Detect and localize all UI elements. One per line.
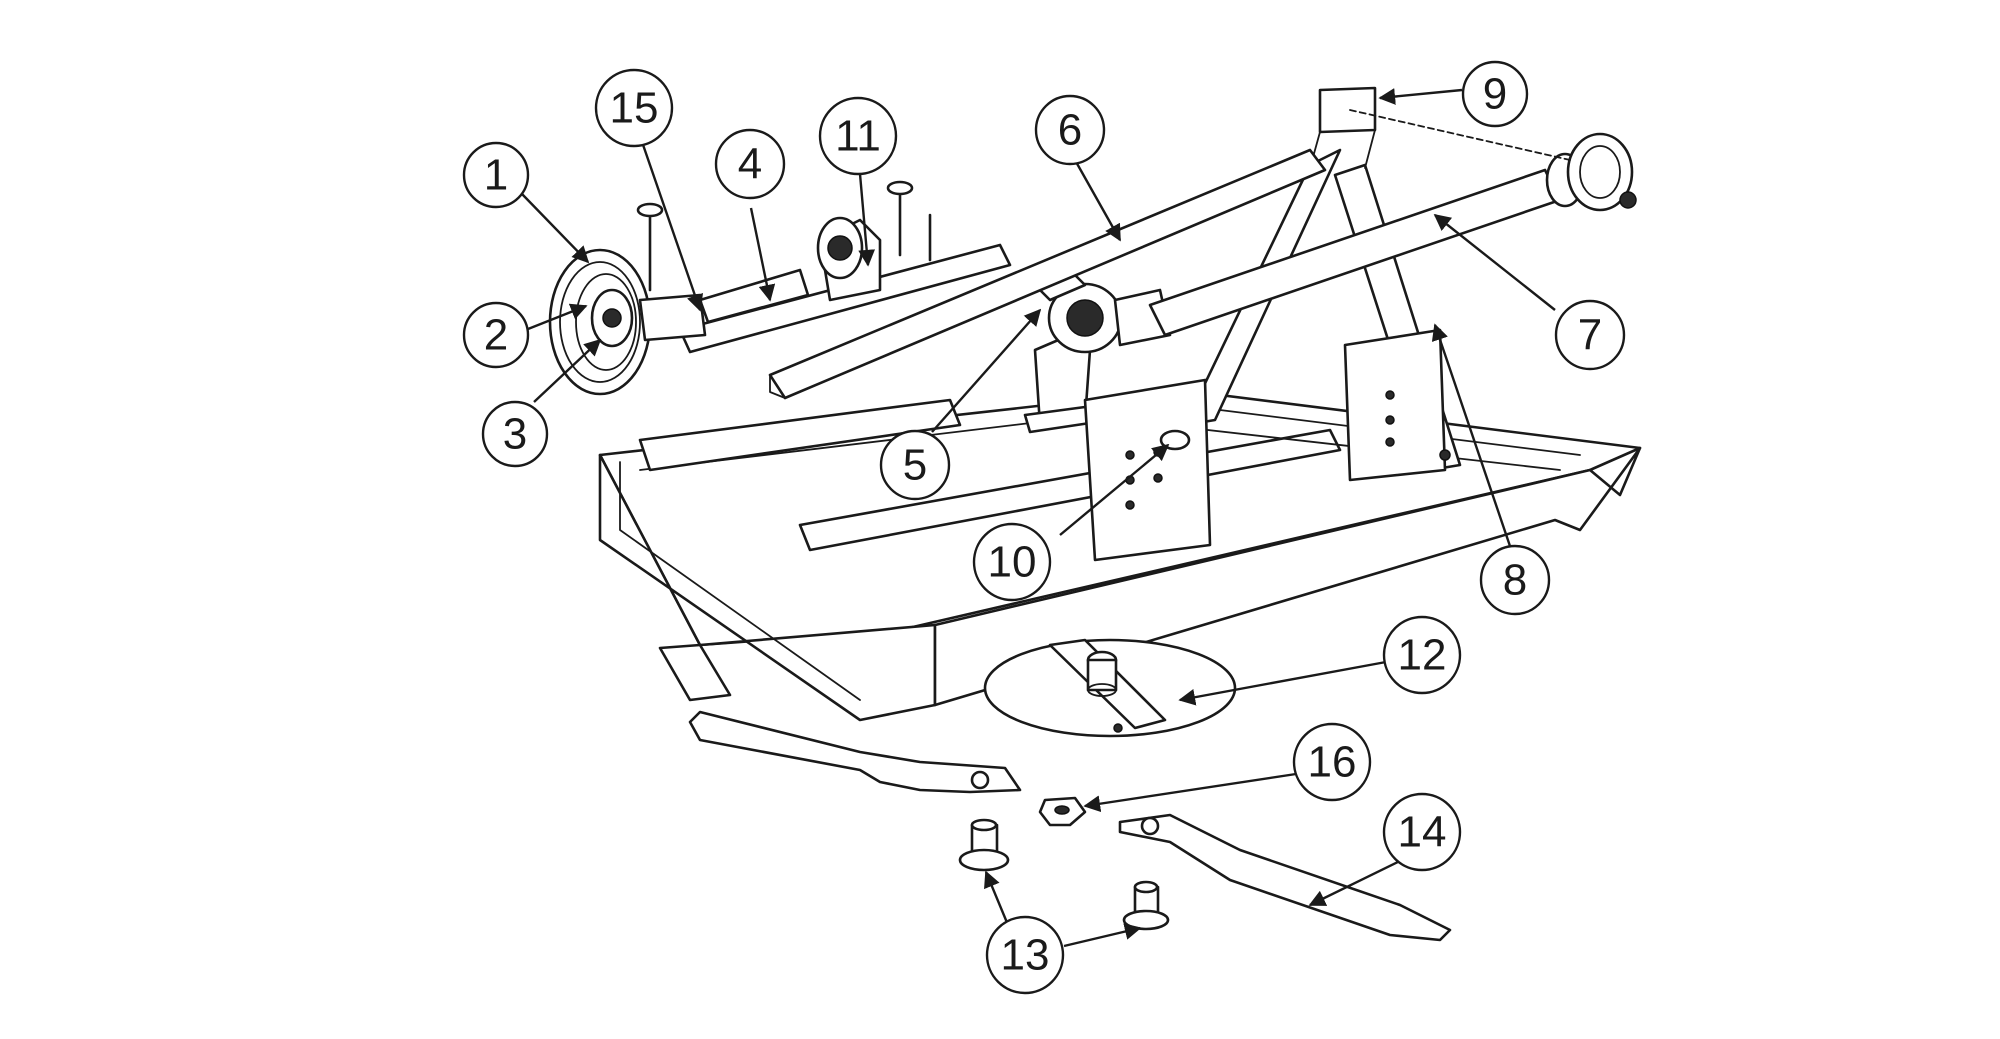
svg-text:12: 12 [1398, 631, 1447, 680]
blades [688, 710, 1452, 942]
callout-1: 1 [462, 141, 530, 209]
svg-text:11: 11 [835, 112, 881, 161]
svg-text:14: 14 [1398, 808, 1447, 857]
driveshaft [1148, 109, 1637, 337]
svg-text:7: 7 [1578, 311, 1602, 360]
svg-text:3: 3 [503, 410, 527, 459]
svg-text:6: 6 [1058, 106, 1082, 155]
blade-bolts [958, 796, 1170, 931]
callout-6: 6 [1034, 94, 1106, 166]
svg-text:16: 16 [1308, 738, 1357, 787]
callout-16: 16 [1292, 722, 1372, 802]
callout-12: 12 [1382, 615, 1462, 695]
svg-text:15: 15 [610, 84, 659, 133]
diagonal-brace [768, 148, 1327, 400]
callout-2: 2 [462, 301, 530, 369]
callout-15: 15 [594, 68, 674, 148]
callout-9: 9 [1461, 60, 1529, 128]
svg-text:4: 4 [738, 140, 762, 189]
callout-4: 4 [714, 128, 786, 200]
callout-5: 5 [879, 429, 951, 501]
svg-text:1: 1 [484, 151, 508, 200]
callout-11: 11 [818, 96, 898, 176]
svg-text:9: 9 [1483, 70, 1507, 119]
svg-text:13: 13 [1001, 931, 1050, 980]
svg-text:5: 5 [903, 441, 927, 490]
callout-leaders [521, 88, 1556, 948]
callout-13: 13 [985, 915, 1065, 995]
blade-disc [983, 638, 1237, 738]
callout-10: 10 [972, 522, 1052, 602]
wheel-assembly [548, 248, 707, 396]
callout-8: 8 [1479, 544, 1551, 616]
callout-7: 7 [1554, 299, 1626, 371]
svg-text:10: 10 [988, 538, 1037, 587]
callout-14: 14 [1382, 792, 1462, 872]
svg-text:2: 2 [484, 311, 508, 360]
svg-text:8: 8 [1503, 556, 1527, 605]
callout-3: 3 [481, 400, 549, 468]
